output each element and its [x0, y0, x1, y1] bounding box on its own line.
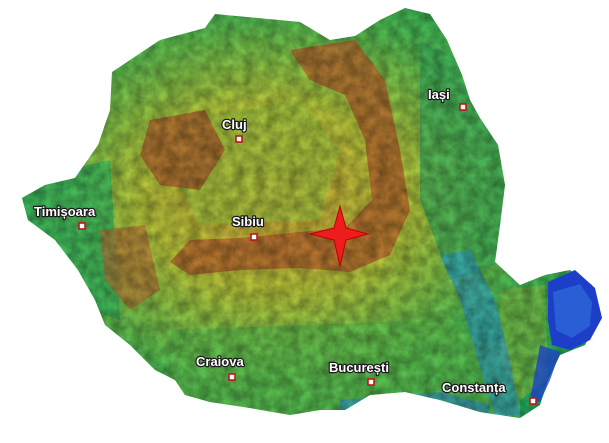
city-bucuresti: București: [328, 359, 390, 386]
city-constanta: Constanța: [441, 379, 537, 405]
city-label: București: [329, 360, 389, 375]
city-marker: [459, 103, 467, 111]
four-point-star-icon: [309, 204, 370, 267]
city-label: Timișoara: [34, 204, 96, 219]
city-label: Iași: [428, 87, 450, 102]
location-star-marker: [309, 204, 370, 267]
city-cluj: Cluj: [221, 116, 248, 143]
city-label: Cluj: [222, 117, 247, 132]
city-marker: [529, 397, 537, 405]
city-sibiu: Sibiu: [231, 213, 265, 241]
city-craiova: Craiova: [195, 353, 246, 381]
city-label: Craiova: [196, 354, 244, 369]
city-marker: [367, 378, 375, 386]
city-marker: [228, 373, 236, 381]
city-iasi: Iași: [427, 86, 467, 111]
city-marker: [235, 135, 243, 143]
city-label: Constanța: [442, 380, 506, 395]
city-timisoara: Timișoara: [33, 203, 97, 230]
city-marker: [78, 222, 86, 230]
danube-delta: [530, 270, 602, 402]
city-label: Sibiu: [232, 214, 264, 229]
city-marker: [250, 233, 258, 241]
